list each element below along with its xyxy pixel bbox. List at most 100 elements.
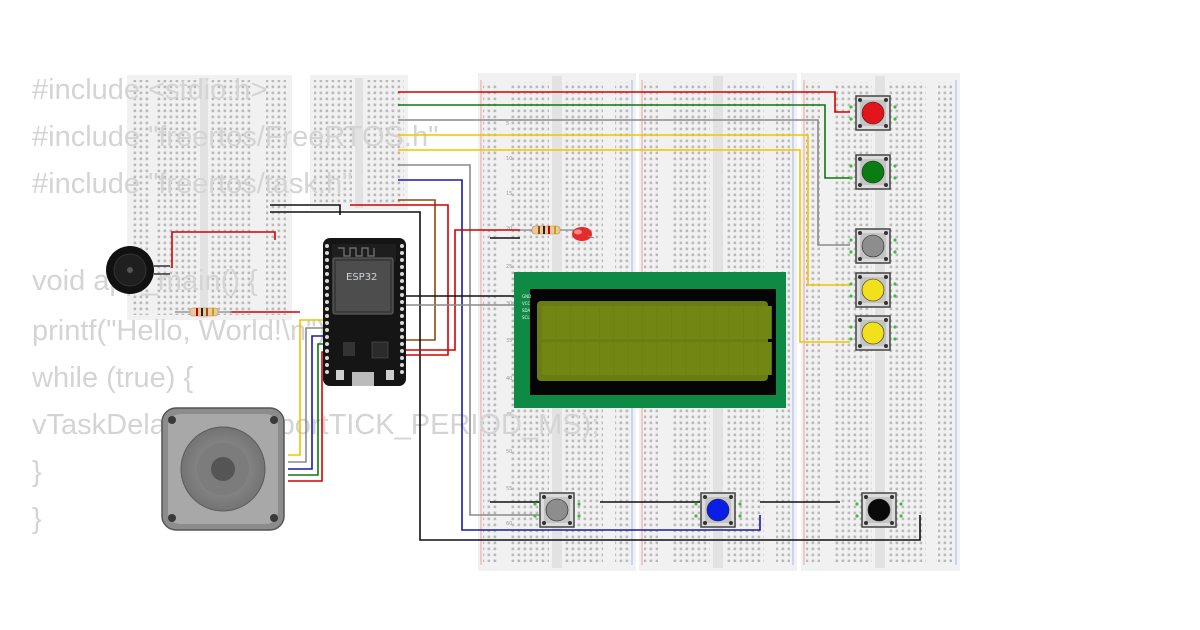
lcd-cell: [542, 342, 556, 375]
code-line: #include "freertos/task.h": [32, 168, 352, 200]
button-cap[interactable]: [861, 160, 885, 184]
wire-motor-yellow: [288, 319, 328, 456]
wire-red-4: [171, 231, 276, 268]
esp32-pin: [325, 244, 329, 248]
row-number: 35: [506, 338, 512, 344]
esp32-pin: [400, 349, 404, 353]
push-button-green[interactable]: [849, 154, 897, 190]
lcd-pin-gnd: GND: [522, 294, 531, 299]
esp32-pin: [400, 370, 404, 374]
lcd-cell: [758, 306, 772, 339]
esp32-pin: [400, 363, 404, 367]
lcd-cell: [599, 306, 614, 339]
esp32-pin: [400, 258, 404, 262]
button-cap[interactable]: [545, 498, 569, 522]
wire-black-2: [270, 204, 341, 215]
breadboard-row-numbers: 5 10 15 20 25 30 35 40 45 50 55 60: [506, 121, 512, 527]
esp32-pin: [325, 251, 329, 255]
esp32-pin-row-right: [400, 244, 404, 374]
lcd-cell: [556, 342, 571, 375]
button-cap[interactable]: [861, 278, 885, 302]
lcd-cell: [585, 306, 599, 339]
lcd-cell: [599, 342, 614, 375]
button-cap[interactable]: [706, 498, 730, 522]
esp32-pin: [400, 265, 404, 269]
esp32-pin: [400, 293, 404, 297]
esp32-pin: [400, 244, 404, 248]
lcd-cell: [556, 306, 571, 339]
push-button-blue[interactable]: [694, 492, 742, 528]
lcd-pin-vcc: VCC: [522, 301, 531, 306]
esp32-pin: [400, 321, 404, 325]
breadboard-small-left: [127, 75, 292, 320]
lcd-cell: [743, 342, 758, 375]
esp32-pin: [400, 272, 404, 276]
esp32-pin: [400, 300, 404, 304]
code-line: printf("Hello, World!\n");: [32, 315, 334, 347]
code-line: #include "freertos/FreeRTOS.h": [32, 121, 438, 153]
row-number: 15: [506, 191, 512, 197]
esp32-pin: [325, 258, 329, 262]
push-button-red[interactable]: [849, 95, 897, 131]
button-cap[interactable]: [861, 321, 885, 345]
esp32-pin: [400, 314, 404, 318]
lcd-cell: [758, 342, 772, 375]
push-button-yellow[interactable]: [849, 272, 897, 308]
code-line: }: [32, 503, 42, 535]
button-cap[interactable]: [861, 234, 885, 258]
lcd-cell: [542, 306, 556, 339]
push-button-yellow[interactable]: [849, 315, 897, 351]
button-cap[interactable]: [861, 101, 885, 125]
lcd-cell: [570, 342, 585, 375]
code-line: #include <stdio.h>: [32, 74, 267, 106]
row-number: 30: [506, 301, 512, 307]
esp32-pin: [400, 286, 404, 290]
lcd-cell: [671, 306, 686, 339]
esp32-pin: [325, 370, 329, 374]
code-line: while (true) {: [31, 362, 193, 394]
stepper-motor: [161, 407, 285, 531]
push-buttons: [533, 95, 903, 528]
esp32-pin-row-left: [325, 244, 329, 374]
lcd-cell: [614, 306, 628, 339]
wire-red: [398, 91, 850, 113]
row-number: 50: [506, 449, 512, 455]
lcd-cell: [642, 342, 657, 375]
lcd-cell: [642, 306, 657, 339]
lcd-cell: [570, 306, 585, 339]
esp32-pin: [325, 272, 329, 276]
wires: [171, 91, 921, 541]
lcd-pin-scl: SCL: [522, 315, 530, 320]
wire-green: [398, 104, 850, 179]
push-button-gray[interactable]: [533, 492, 581, 528]
button-cap[interactable]: [867, 498, 891, 522]
esp32-pin: [325, 342, 329, 346]
lcd-cell: [628, 306, 643, 339]
row-number: 45: [506, 412, 512, 418]
wire-red-2: [350, 204, 449, 356]
code-line: vTaskDelay(1000 / portTICK_PERIOD_MS);: [32, 409, 599, 441]
code-line: }: [32, 456, 42, 488]
lcd-cell: [714, 306, 729, 339]
lcd-cell: [657, 306, 671, 339]
esp32-pin: [325, 321, 329, 325]
esp32-board: ESP32: [323, 238, 406, 386]
wire-black: [270, 211, 921, 541]
lcd-display: GND VCC SDA SCL: [514, 272, 786, 408]
esp32-pin: [400, 342, 404, 346]
wire-motor-gray: [288, 327, 328, 463]
lcd-cell: [671, 342, 686, 375]
push-button-gray[interactable]: [849, 228, 897, 264]
lcd-cell: [714, 342, 729, 375]
push-button-black[interactable]: [855, 492, 903, 528]
esp32-pin: [325, 300, 329, 304]
esp32-pin: [400, 335, 404, 339]
lcd-cell: [585, 342, 599, 375]
esp32-label: ESP32: [346, 272, 377, 283]
lcd-character-cells: [542, 306, 772, 375]
wire-gray: [398, 119, 850, 246]
esp32-pin: [400, 328, 404, 332]
esp32-pin: [325, 307, 329, 311]
lcd-cell: [743, 306, 758, 339]
